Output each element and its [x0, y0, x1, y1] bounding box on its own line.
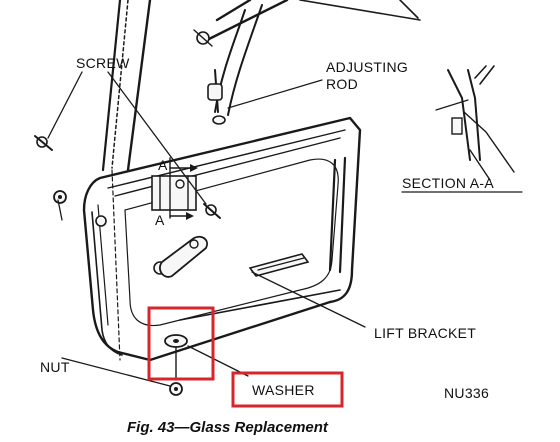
lift-bracket	[159, 235, 310, 278]
section-aa-label: SECTION A-A	[402, 175, 494, 191]
figure-caption: Fig. 43—Glass Replacement	[127, 419, 329, 436]
adjusting-rod	[207, 69, 323, 125]
upper-glass-frame	[101, 0, 421, 172]
section-marker-top: A	[158, 157, 168, 173]
panel-screw-left	[34, 135, 53, 151]
washer-location-box	[147, 306, 215, 381]
leader-lines	[47, 71, 366, 387]
washer-part	[164, 334, 188, 348]
adjusting-rod-label-line2: ROD	[326, 76, 358, 92]
bottom-nut	[169, 347, 183, 396]
washer-label-box	[231, 371, 344, 408]
section-aa-detail	[435, 65, 515, 181]
reference-code: NU336	[444, 385, 489, 401]
lift-bracket-label: LIFT BRACKET	[374, 325, 476, 341]
adjusting-rod-label-line1: ADJUSTING	[326, 59, 408, 75]
panel-screw-right	[203, 203, 221, 219]
screw-label: SCREW	[76, 55, 130, 71]
panel-nut-left	[53, 190, 67, 204]
frame-screw-top	[193, 29, 213, 47]
channel-bracket	[151, 175, 197, 211]
door-panel	[82, 116, 362, 362]
section-marker-bottom: A	[155, 212, 165, 228]
nut-label: NUT	[40, 359, 70, 375]
washer-label: WASHER	[252, 382, 315, 398]
section-marker: A A	[155, 157, 198, 228]
